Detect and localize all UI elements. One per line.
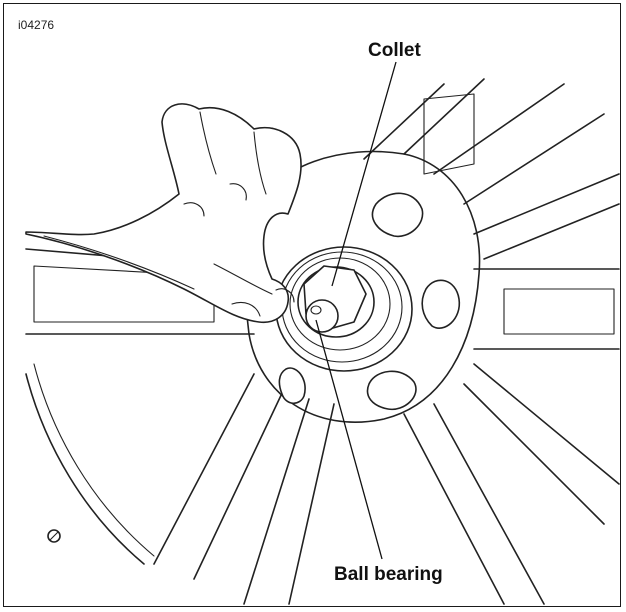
spoke-upper-right <box>433 83 605 205</box>
collet-leader-line <box>331 61 397 287</box>
figure-id-label: i04276 <box>18 18 55 32</box>
ball-bearing-leader-line <box>315 319 383 560</box>
rim-valve-hole <box>47 529 61 543</box>
spoke-lower-right-2 <box>463 363 620 525</box>
palm-line <box>43 235 195 290</box>
spoke-upper-right-2 <box>473 173 620 260</box>
finger-crease-2 <box>253 131 267 195</box>
finger-crease-1 <box>199 111 217 175</box>
hub-outline <box>244 150 481 423</box>
spoke-upper <box>363 78 485 160</box>
spoke-lower-left <box>153 373 285 580</box>
wheel-rim-arc-inner <box>33 363 155 557</box>
spoke-right <box>473 268 620 350</box>
thumb-line <box>213 263 273 295</box>
spoke-upper-slot <box>423 93 475 175</box>
wheel-rim-arc <box>25 373 145 565</box>
callout-collet: Collet <box>368 40 421 61</box>
hub-hole-left <box>278 367 306 405</box>
figure-frame: i04276 Collet Ball bearing <box>3 3 621 607</box>
hub-hole-bottom <box>366 370 417 411</box>
hub-hole-right <box>421 279 460 329</box>
knuckle-1 <box>229 183 247 201</box>
spoke-lower-left-2 <box>243 398 335 605</box>
fingernail-2 <box>275 288 295 303</box>
hub-hole-top <box>371 192 424 238</box>
spoke-right-inner <box>503 288 615 335</box>
fingernail-1 <box>231 301 261 317</box>
wheel-hub-illustration <box>25 61 620 605</box>
knuckle-2 <box>183 202 205 217</box>
spoke-lower-right <box>403 403 545 605</box>
callout-ball-bearing: Ball bearing <box>334 564 443 585</box>
hand-outline <box>25 103 302 324</box>
ball-bearing <box>305 299 339 333</box>
ball-bearing-highlight <box>310 305 322 315</box>
